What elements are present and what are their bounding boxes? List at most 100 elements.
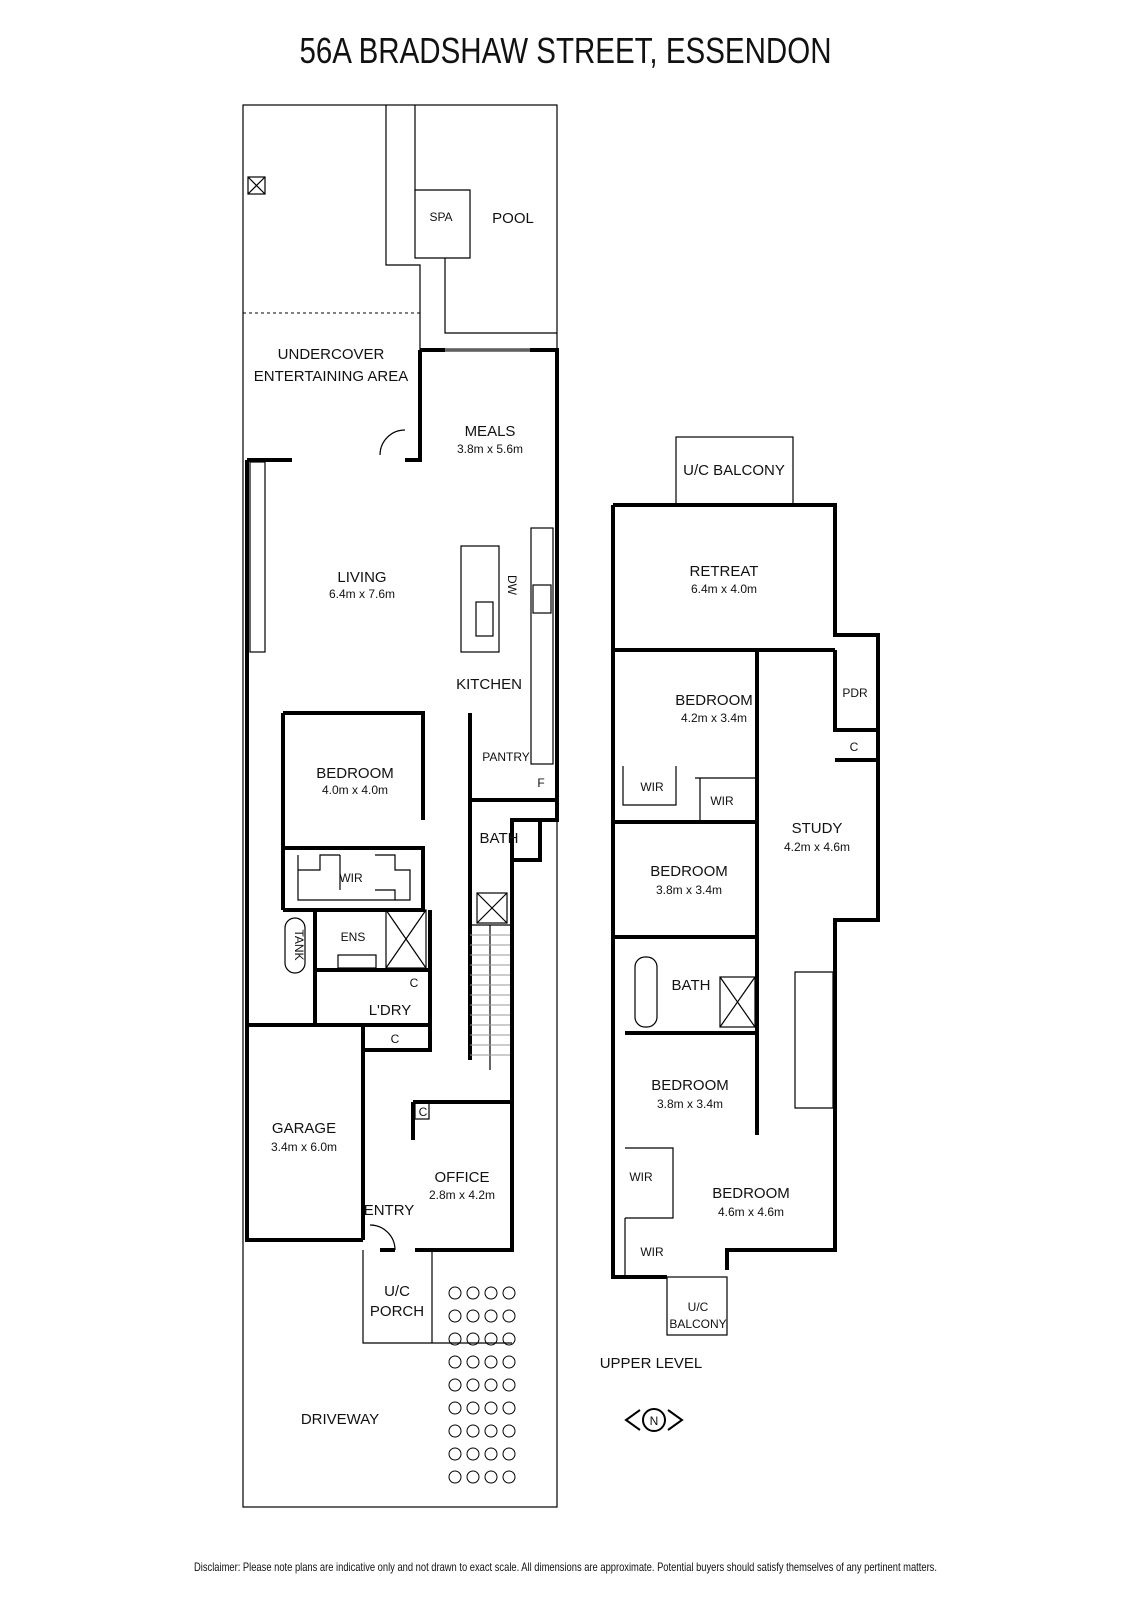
paver <box>502 1470 516 1484</box>
porch-label-2: PORCH <box>370 1303 424 1320</box>
paver <box>448 1378 462 1392</box>
porch-label: U/C <box>384 1283 410 1300</box>
upper-level-plan <box>611 436 880 1336</box>
paver <box>448 1447 462 1461</box>
bedroom2-label: BEDROOM <box>650 863 728 880</box>
paver <box>466 1470 480 1484</box>
upper-stair <box>794 971 834 1109</box>
paver <box>466 1286 480 1300</box>
ground-level-plan <box>242 104 559 1508</box>
paver <box>484 1355 498 1369</box>
ground-labels: SPA POOL UNDERCOVER ENTERTAINING AREA ME… <box>254 210 545 1428</box>
retreat-dims: 6.4m x 4.0m <box>691 582 757 596</box>
paver <box>502 1332 516 1346</box>
wir4-label: WIR <box>640 1245 664 1259</box>
living-label: LIVING <box>337 569 386 586</box>
bedroom2-dims: 3.8m x 3.4m <box>656 883 722 897</box>
wir-lower <box>624 1147 674 1277</box>
laundry-label: L'DRY <box>369 1002 412 1019</box>
meals-dims: 3.8m x 5.6m <box>457 442 523 456</box>
paver <box>466 1401 480 1415</box>
wir2-label: WIR <box>710 794 734 808</box>
spa-outline <box>414 190 445 259</box>
shower <box>476 892 508 924</box>
bedroom3-dims: 3.8m x 3.4m <box>657 1097 723 1111</box>
wir-upper <box>622 766 757 822</box>
wir3-label: WIR <box>629 1170 653 1184</box>
paver <box>448 1332 462 1346</box>
bottom-balcony <box>666 1276 728 1336</box>
pantry-label: PANTRY <box>482 750 530 764</box>
porch-outline <box>362 1250 512 1344</box>
kitchen-island <box>460 545 500 653</box>
disclaimer: Disclaimer: Please note plans are indica… <box>194 1560 937 1574</box>
skylight <box>247 176 266 195</box>
bathtub <box>634 956 658 1028</box>
office-label: OFFICE <box>435 1169 490 1186</box>
balcony-bottom-label-2: BALCONY <box>669 1317 726 1331</box>
paver <box>484 1332 498 1346</box>
paver <box>502 1378 516 1392</box>
ensuite-laundry-walls <box>247 910 432 1240</box>
paver <box>484 1470 498 1484</box>
sink <box>475 601 494 637</box>
bedroom4-dims: 4.6m x 4.6m <box>718 1205 784 1219</box>
paver <box>502 1447 516 1461</box>
upper-walls <box>611 503 880 1279</box>
undercover-label: UNDERCOVER <box>278 346 385 363</box>
spa-label: SPA <box>429 210 452 224</box>
study-dims: 4.2m x 4.6m <box>784 840 850 854</box>
undercover-label-2: ENTERTAINING AREA <box>254 368 408 385</box>
vanity <box>337 954 377 969</box>
paver <box>502 1401 516 1415</box>
paver <box>502 1286 516 1300</box>
north-compass-icon: N <box>624 1408 684 1432</box>
paver <box>448 1355 462 1369</box>
paver <box>484 1424 498 1438</box>
wir-shelves <box>297 854 411 901</box>
bath-label: BATH <box>480 830 519 847</box>
wir-label: WIR <box>339 871 363 885</box>
stair <box>470 924 510 1070</box>
paver <box>466 1309 480 1323</box>
compass-label: N <box>650 1414 659 1428</box>
paver <box>466 1447 480 1461</box>
paver <box>484 1286 498 1300</box>
plan-title: 56A BRADSHAW STREET, ESSENDON <box>299 30 832 71</box>
wir1-label: WIR <box>640 780 664 794</box>
office-dims: 2.8m x 4.2m <box>429 1188 495 1202</box>
kitchen-bench <box>530 527 554 765</box>
fridge-label: F <box>537 776 544 790</box>
living-dims: 6.4m x 7.6m <box>329 587 395 601</box>
paver <box>466 1332 480 1346</box>
balcony-top-label: U/C BALCONY <box>683 462 785 479</box>
kitchen-label: KITCHEN <box>456 676 522 693</box>
cupboard-label: C <box>850 740 859 754</box>
paver <box>466 1355 480 1369</box>
paver <box>448 1401 462 1415</box>
bedroom-dims: 4.0m x 4.0m <box>322 783 388 797</box>
tank-label: TANK <box>292 929 306 960</box>
driveway-label: DRIVEWAY <box>301 1411 379 1428</box>
entry-door <box>369 1224 396 1251</box>
meals-label: MEALS <box>465 423 516 440</box>
balcony-bottom-label: U/C <box>688 1300 709 1314</box>
bedroom3-label: BEDROOM <box>651 1077 729 1094</box>
living-window <box>249 461 266 653</box>
cooktop <box>532 584 552 614</box>
dishwasher-label: DW <box>505 575 519 596</box>
bath-shower <box>719 976 756 1028</box>
bedroom4-label: BEDROOM <box>712 1185 790 1202</box>
paver <box>484 1447 498 1461</box>
study-label: STUDY <box>792 820 843 837</box>
ensuite-shower <box>385 909 427 969</box>
paver <box>484 1309 498 1323</box>
office-wall <box>411 1100 510 1140</box>
cupboard-label-2: C <box>391 1032 400 1046</box>
paver <box>466 1424 480 1438</box>
upper-labels: U/C BALCONY RETREAT 6.4m x 4.0m BEDROOM … <box>600 462 868 1372</box>
house-outline <box>245 348 559 1252</box>
bedroom1-label: BEDROOM <box>675 692 753 709</box>
pdr-label: PDR <box>842 686 868 700</box>
